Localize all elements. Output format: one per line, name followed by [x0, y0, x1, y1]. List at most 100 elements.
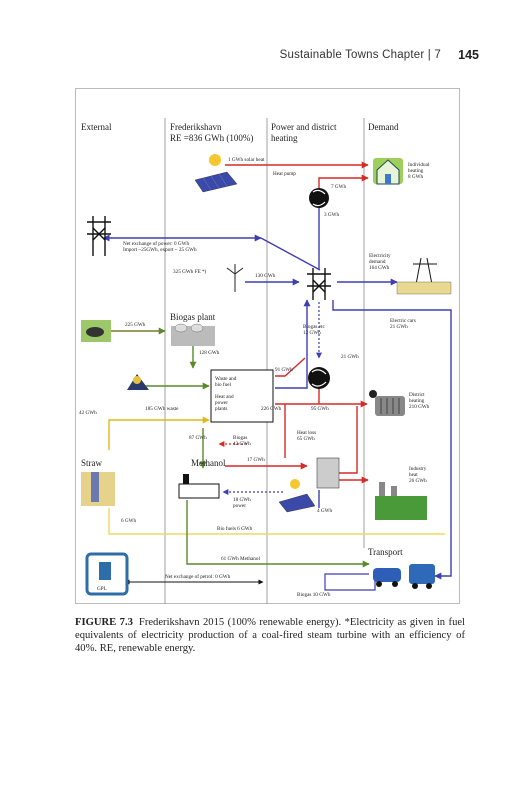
- label-electric-cars-2: 21 GWh: [390, 324, 408, 330]
- label-heat-loss-2: 65 GWh: [297, 436, 315, 442]
- label-heat-loss-1: Heat loss: [297, 430, 316, 436]
- label-district-1: District: [409, 392, 425, 398]
- label-biogas-etc-1: Biogas etc: [303, 324, 325, 330]
- flow-straw: [108, 416, 210, 450]
- label-methanol-61: 61 GWh Methanol: [221, 556, 260, 562]
- label-bio-fuels: Bio fuels 6 GWh: [217, 525, 253, 532]
- label-biogas42-1: Biogas: [233, 435, 247, 441]
- flow-biogas-10: [324, 573, 376, 591]
- label-box-2: bio fuel: [215, 381, 232, 388]
- heat-pump-icon: [309, 188, 329, 208]
- pylon-icon: [87, 216, 111, 256]
- label-95: 95 GWh: [311, 406, 329, 412]
- caption-text: Frederikshavn 2015 (100% renewable energ…: [75, 617, 466, 655]
- column-dividers: [164, 118, 365, 604]
- label-128: 128 GWh: [199, 350, 220, 356]
- column-frederikshavn: Frederikshavn: [170, 122, 222, 132]
- running-head: Sustainable Towns Chapter | 7: [279, 49, 441, 61]
- radiator-icon: [369, 390, 405, 416]
- label-gpl: GPL: [97, 586, 107, 592]
- energy-flow-figure: External Frederikshavn RE =836 GWh (100%…: [75, 88, 460, 604]
- label-net-exchange-2: Import ~25GWh, export ~ 25 GWh: [123, 247, 197, 253]
- column-external: External: [81, 122, 112, 132]
- caption-label: FIGURE 7.3: [75, 617, 133, 628]
- label-4: 4 GWh: [317, 508, 333, 514]
- windmill-icon: [226, 264, 244, 292]
- label-electric-cars-1: Electric cars: [390, 318, 416, 324]
- section-transport: Transport: [368, 547, 403, 557]
- label-individual-3: 8 GWh: [408, 174, 424, 180]
- house-icon: [373, 158, 403, 185]
- straw-farmer-icon: [81, 472, 115, 506]
- label-net-exchange-1: Net exchange of power: 0 GWh: [123, 240, 190, 247]
- label-district-3: 210 GWh: [409, 404, 430, 410]
- solar-panel-lower-icon: [278, 479, 316, 513]
- label-biogas-etc-2: 12 GWh: [303, 330, 321, 336]
- label-box-4: power: [215, 400, 228, 406]
- label-biogas42-2: 42 GWh: [233, 441, 251, 447]
- label-18-2: power: [233, 503, 246, 509]
- flow-industry-district: [337, 406, 358, 474]
- column-power: Power and district: [271, 122, 337, 132]
- flow-heat-pump-individual: [318, 174, 369, 190]
- label-87: 87 GWh: [189, 435, 207, 441]
- label-226: 226 GWh: [261, 406, 282, 412]
- label-solar-heat: 1 GWh solar heat: [228, 157, 265, 163]
- label-6: 6 GWh: [121, 518, 137, 524]
- label-91: 91 GWh: [275, 367, 293, 373]
- label-electricity-1: Electricity: [369, 253, 391, 259]
- gas-station-icon: [85, 552, 129, 596]
- flow-plant-power: [275, 299, 311, 389]
- flow-electric-cars: [332, 300, 452, 580]
- page-number: 145: [458, 48, 479, 62]
- label-wind: 325 GWh FE *): [173, 268, 207, 275]
- label-individual-1: Individual: [408, 162, 430, 168]
- district-heat-swirl-icon: [308, 367, 330, 389]
- label-box-1: Waste and: [215, 376, 237, 382]
- waste-icon: [127, 374, 149, 390]
- car-icon: [373, 568, 401, 587]
- label-box-5: plants: [215, 406, 227, 412]
- label-18-1: 18 GWh: [233, 497, 251, 503]
- label-district-2: heating: [409, 398, 425, 404]
- label-electricity-3: 164 GWh: [369, 265, 390, 271]
- label-hp-7: 7 GWh: [331, 184, 347, 190]
- column-power-heating: heating: [271, 133, 298, 143]
- label-petrol-exchange: Net exchange of petrol: 0 GWh: [165, 573, 231, 580]
- section-straw: Straw: [81, 458, 102, 468]
- methanol-factory-icon: [178, 474, 220, 499]
- solar-panel-icon: [194, 154, 238, 193]
- flow-net-exchange-power-b: [260, 237, 321, 271]
- cow-icon: [81, 320, 111, 342]
- truck-icon: [409, 564, 435, 589]
- grid-pylon-icon: [307, 268, 331, 300]
- label-electricity-2: demand: [369, 259, 386, 265]
- label-hp-3: 3 GWh: [324, 212, 340, 218]
- biogas-plant-icon: [171, 323, 215, 346]
- column-demand: Demand: [368, 122, 399, 132]
- section-methanol: Methanol: [191, 458, 226, 468]
- label-industry-3: 26 GWh: [409, 478, 427, 484]
- section-biogas-plant: Biogas plant: [170, 312, 216, 322]
- flow-91: [275, 357, 306, 377]
- flow-methanol: [186, 500, 370, 568]
- running-header: Sustainable Towns Chapter | 7 145: [0, 48, 531, 68]
- column-frederikshavn-re: RE =836 GWh (100%): [170, 133, 253, 143]
- label-17: 17 GWh: [247, 457, 265, 463]
- label-42a: 42 GWh: [79, 410, 97, 416]
- label-individual-2: heating: [408, 168, 424, 174]
- industry-factory-icon: [375, 482, 427, 520]
- label-industry-1: Industry: [409, 466, 427, 472]
- label-biogas-10: Biogas 10 GWh: [297, 592, 331, 598]
- label-industry-2: heat: [409, 472, 418, 478]
- label-225: 225 GWh: [125, 322, 146, 328]
- energy-flow-diagram: External Frederikshavn RE =836 GWh (100%…: [75, 88, 460, 604]
- chp-plant-box: [210, 369, 274, 423]
- industry-plant-icon: [316, 457, 340, 489]
- label-185: 185 GWh waste: [145, 406, 179, 412]
- electricity-demand-icon: [396, 257, 452, 295]
- label-21: 21 GWh: [341, 354, 359, 360]
- label-heat-pump: Heat pump: [273, 171, 296, 177]
- label-box-3: Heat and: [215, 394, 234, 400]
